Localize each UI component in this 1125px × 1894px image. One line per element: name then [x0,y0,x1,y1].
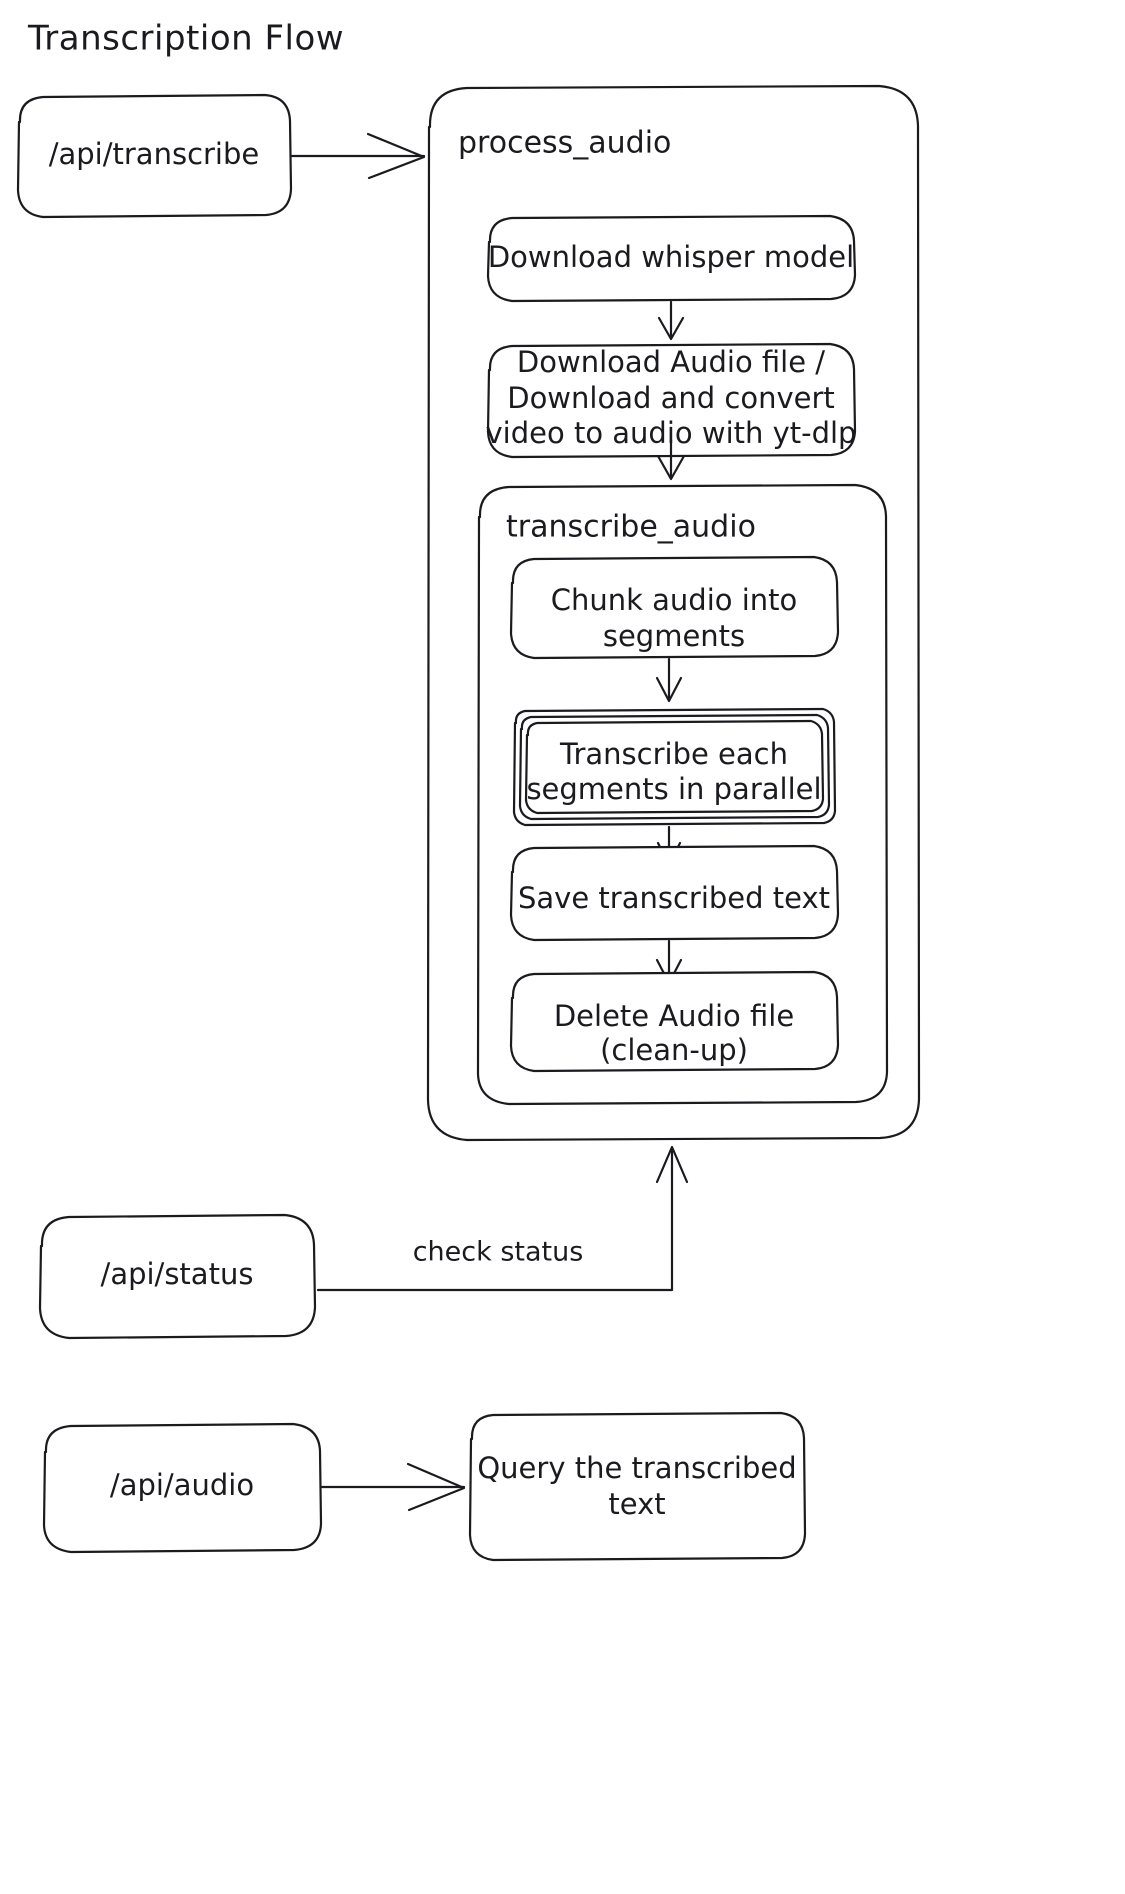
node-download-audio-file[interactable]: Download Audio file / Download and conve… [486,342,857,459]
node-transcribe-parallel[interactable]: Transcribe each segments in parallel [512,707,837,827]
node-api-transcribe-label: /api/transcribe [49,137,260,171]
node-save-transcribed-text[interactable]: Save transcribed text [509,844,840,942]
node-download-whisper-model-label: Download whisper model [488,240,854,274]
node-transcribe-parallel-line1: Transcribe each [559,737,788,771]
node-delete-audio-file-line1: Delete Audio file [554,999,794,1033]
group-process-audio-label: process_audio [458,126,671,161]
edge-model-to-download-audio [657,300,685,341]
edge-status-to-process-label: check status [413,1237,584,1268]
page-title: Transcription Flow [27,19,344,59]
edge-status-to-process: check status [316,1145,689,1292]
node-query-transcribed-text-line2: text [608,1487,665,1521]
node-api-audio[interactable]: /api/audio [42,1422,323,1554]
node-delete-audio-file-line2: (clean-up) [600,1033,748,1067]
node-query-transcribed-text-line1: Query the transcribed [477,1451,796,1485]
node-api-audio-label: /api/audio [110,1468,254,1502]
edge-transcribe-to-process [290,132,426,180]
node-chunk-audio-line2: segments [603,619,745,653]
node-api-transcribe[interactable]: /api/transcribe [16,93,293,219]
edge-chunk-to-parallel [655,657,683,703]
node-download-whisper-model[interactable]: Download whisper model [486,214,857,303]
node-save-transcribed-text-label: Save transcribed text [518,881,830,915]
node-query-transcribed-text[interactable]: Query the transcribed text [468,1411,807,1562]
node-download-audio-file-line1: Download Audio file / [517,345,825,379]
edge-audio-to-query [320,1462,466,1512]
node-chunk-audio-line1: Chunk audio into [551,583,798,617]
node-api-status[interactable]: /api/status [38,1213,317,1340]
node-download-audio-file-line2: Download and convert [507,381,835,415]
edge-download-to-transcribe-group [656,438,686,481]
node-delete-audio-file[interactable]: Delete Audio file (clean-up) [509,970,840,1073]
node-api-status-label: /api/status [101,1257,254,1291]
node-transcribe-parallel-line2: segments in parallel [526,772,821,806]
group-transcribe-audio-label: transcribe_audio [506,510,756,545]
node-chunk-audio[interactable]: Chunk audio into segments [509,555,840,660]
